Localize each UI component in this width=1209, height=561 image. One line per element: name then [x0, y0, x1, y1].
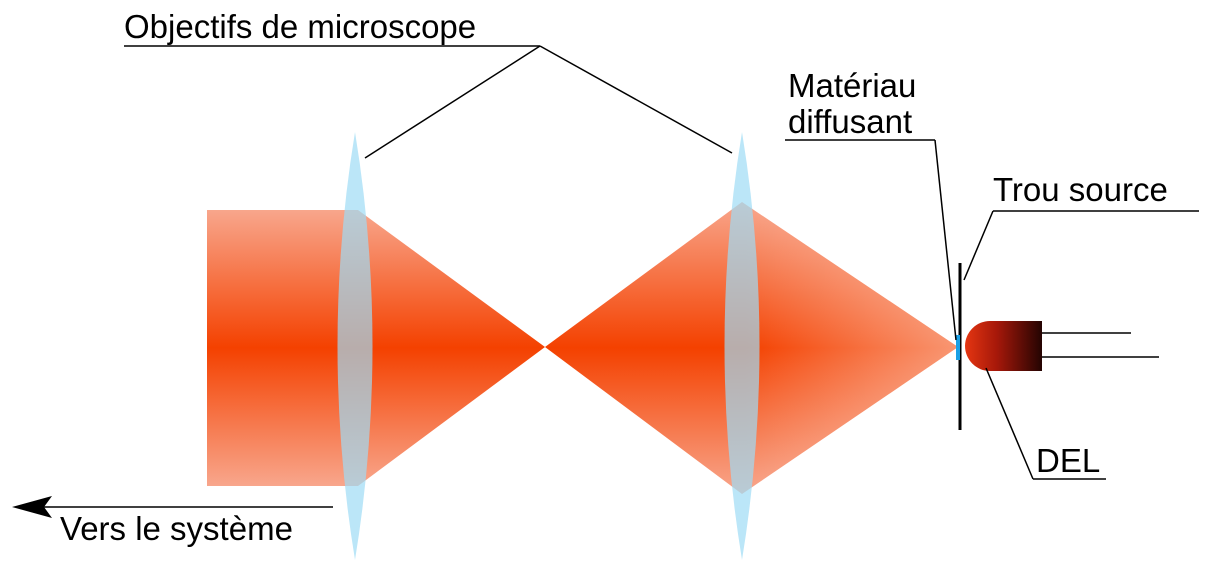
- beam-collimated: [207, 210, 545, 486]
- label-materiau-line1: Matériau: [788, 67, 917, 104]
- label-objectifs-de-microscope: Objectifs de microscope: [124, 8, 477, 45]
- trou-source-leader-line: [963, 210, 1199, 281]
- arrow-head-icon: [12, 496, 52, 518]
- beam-from-source-fade: [742, 202, 958, 494]
- label-vers-le-systeme: Vers le système: [60, 510, 293, 547]
- objectifs-leader-lines: [124, 45, 733, 159]
- materiau-leader-line: [785, 139, 957, 341]
- objective-lens-right: [724, 132, 760, 560]
- label-del: DEL: [1036, 442, 1101, 479]
- arrow-to-system: [12, 496, 333, 518]
- objective-lens-left: [337, 132, 373, 560]
- label-trou-source: Trou source: [993, 171, 1168, 208]
- led-leads: [1042, 332, 1159, 358]
- beam-between-objectives: [545, 202, 742, 494]
- del-leader-line: [985, 367, 1106, 480]
- diffusing-material: [956, 335, 960, 360]
- led-body: [965, 321, 1042, 371]
- label-materiau-line2: diffusant: [788, 103, 913, 140]
